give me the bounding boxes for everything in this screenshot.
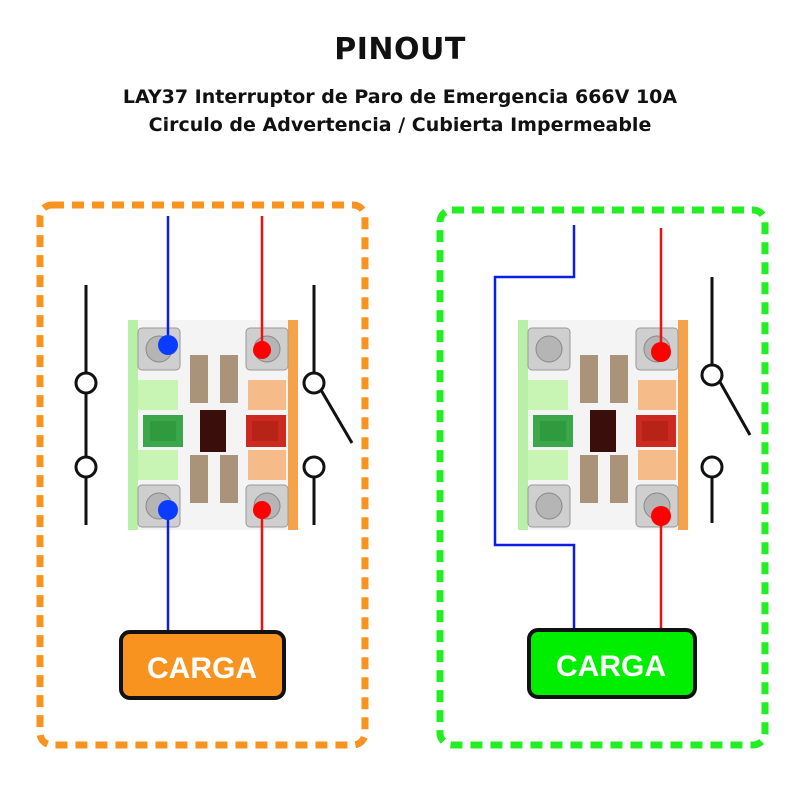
left-load-label: CARGA (147, 652, 257, 685)
right-load-box (527, 628, 697, 699)
page-title: PINOUT (334, 32, 466, 67)
left-red-terminal-bottom (253, 501, 271, 519)
left-contact-block-image (127, 319, 299, 531)
left-red-terminal-top (253, 341, 271, 359)
left-nc-contact-symbol (74, 285, 98, 525)
right-red-terminal-bottom (651, 506, 671, 526)
right-red-terminal-top (651, 342, 671, 362)
right-blue-bypass-wire (493, 225, 576, 630)
left-no-contact-symbol (302, 285, 354, 525)
left-load-box (119, 630, 286, 700)
right-load-label: CARGA (556, 650, 666, 683)
left-blue-terminal-top (158, 335, 178, 355)
left-blue-terminal-bottom (158, 500, 178, 520)
right-no-contact-symbol (700, 277, 752, 523)
left-panel-border (36, 201, 369, 749)
subtitle-line-1: LAY37 Interruptor de Paro de Emergencia … (122, 86, 678, 108)
right-panel-border (436, 206, 769, 749)
subtitle-line-2: Circulo de Advertencia / Cubierta Imperm… (148, 114, 652, 136)
